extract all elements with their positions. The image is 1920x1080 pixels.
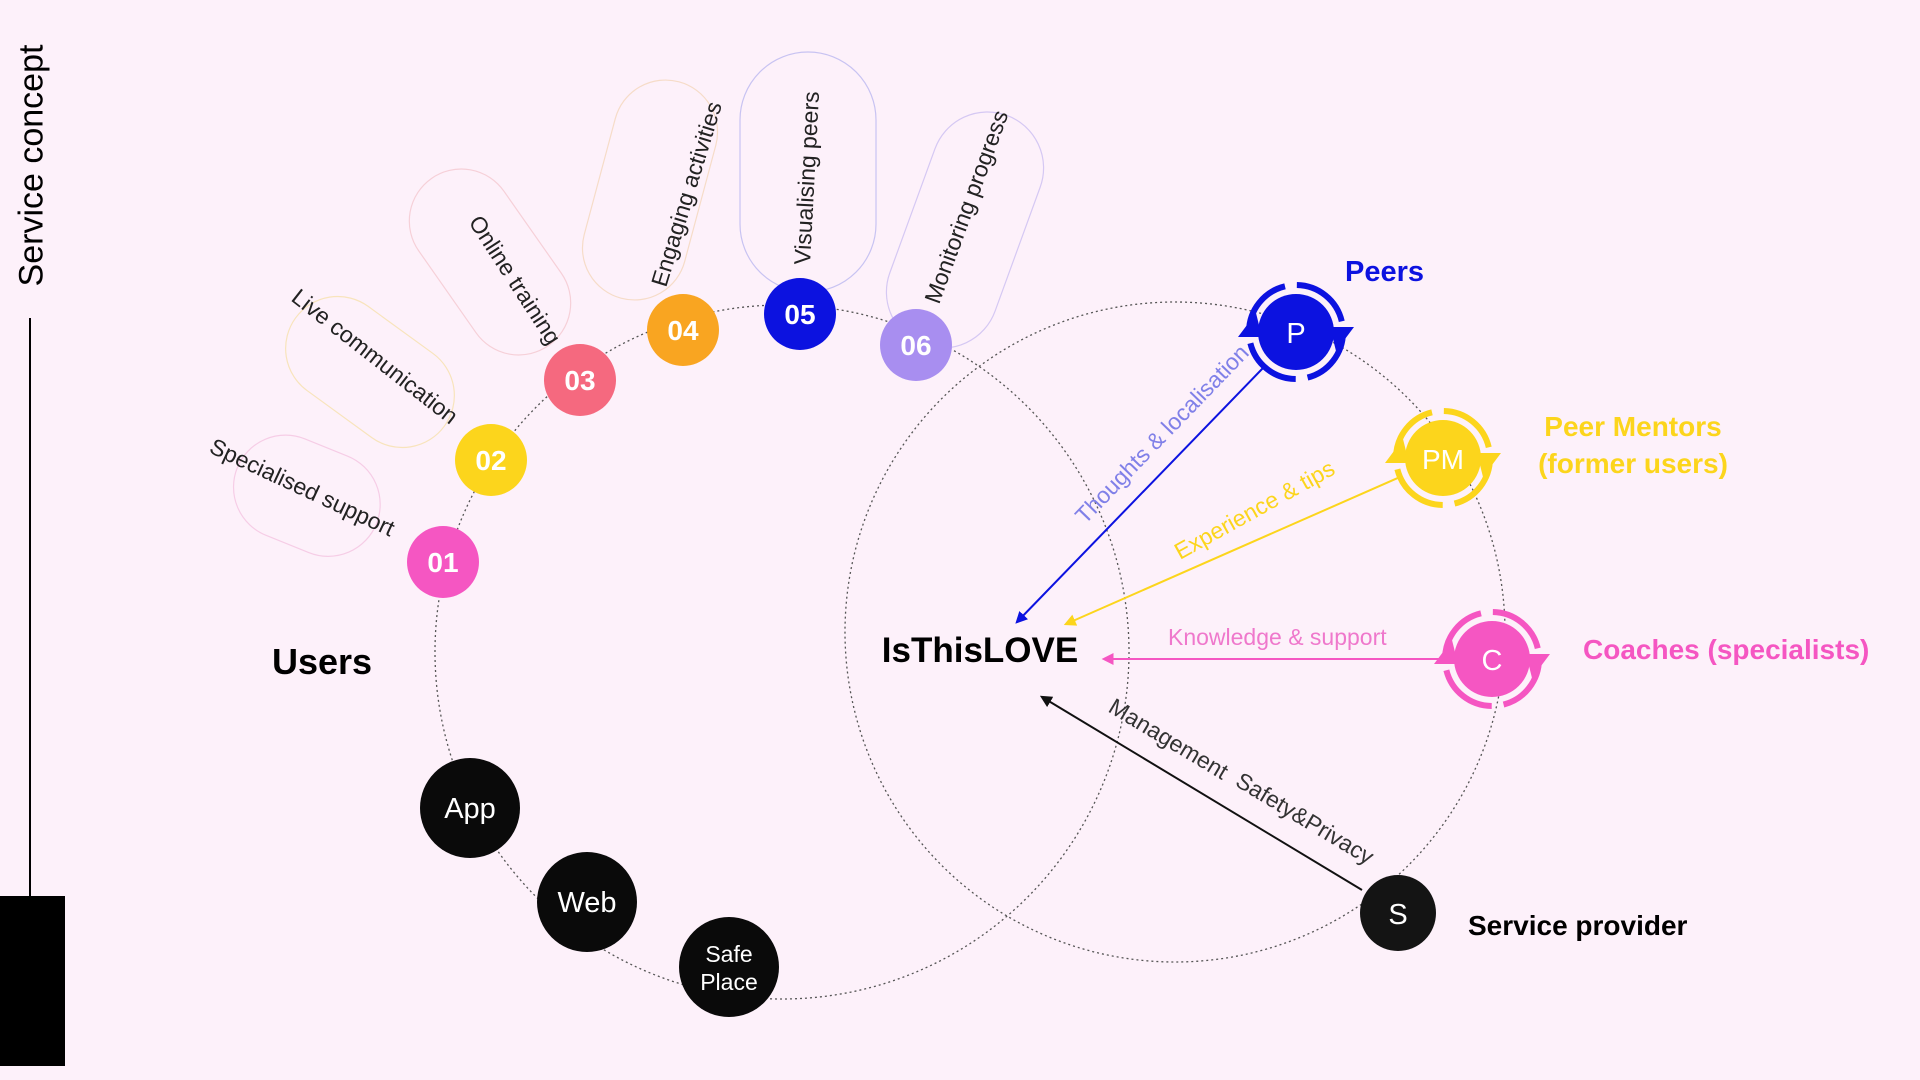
coaches-circle xyxy=(1454,621,1530,697)
mentors-label-line1: Peer Mentors xyxy=(1544,411,1721,442)
feature-label: Monitoring progress xyxy=(919,107,1013,307)
provider-flow-arrow xyxy=(1039,695,1363,891)
mentors-node: PM xyxy=(1385,408,1501,508)
mentors-flow-arrow xyxy=(1063,476,1401,626)
peers-circle xyxy=(1258,294,1334,370)
flow-label-management: Management xyxy=(1104,693,1233,785)
peers-flow-arrow xyxy=(1015,367,1264,624)
mentors-label-line2: (former users) xyxy=(1538,448,1728,479)
badge-05 xyxy=(764,278,836,350)
side-divider-line xyxy=(29,318,31,896)
provider-initials: S xyxy=(1388,899,1407,931)
badge-number: 06 xyxy=(900,330,931,361)
mentors-initials: PM xyxy=(1422,444,1464,475)
badge-number: 05 xyxy=(784,299,815,330)
pill-specialised-support xyxy=(232,434,381,557)
peers-initials: P xyxy=(1286,318,1305,350)
badge-02 xyxy=(455,424,527,496)
cycle-arrowhead-icon xyxy=(1385,439,1409,463)
flow-label-thoughts: Thoughts & localisation xyxy=(1070,339,1254,528)
cycle-arrowhead-icon xyxy=(1330,327,1354,351)
cycle-arrowhead-icon xyxy=(1434,640,1458,664)
badge-number: 01 xyxy=(427,547,458,578)
coaches-initials: C xyxy=(1482,645,1503,677)
flow-labels: Thoughts & localisation Experience & tip… xyxy=(1070,339,1387,870)
channel-app xyxy=(420,758,520,858)
flow-label-knowledge: Knowledge & support xyxy=(1168,624,1387,650)
badge-06 xyxy=(880,309,952,381)
channel-web xyxy=(537,852,637,952)
peers-label: Peers xyxy=(1345,256,1424,288)
cycle-arrowhead-icon xyxy=(1526,654,1550,678)
flow-label-safety: Safety&Privacy xyxy=(1231,767,1378,870)
coaches-label: Coaches (specialists) xyxy=(1583,634,1869,665)
peers-node: P xyxy=(1238,282,1354,382)
channel-safe-place xyxy=(679,917,779,1017)
channels: App Web Safe Place xyxy=(420,758,779,1017)
cycle-arrowhead-icon xyxy=(1238,313,1262,337)
flow-label-experience: Experience & tips xyxy=(1170,455,1339,565)
badge-number: 03 xyxy=(564,365,595,396)
badge-number: 02 xyxy=(475,445,506,476)
channel-label: Place xyxy=(700,969,758,995)
feature-label: Visualising peers xyxy=(789,91,824,266)
badge-03 xyxy=(544,344,616,416)
pill-online-training xyxy=(408,168,572,356)
channel-label: Safe xyxy=(705,941,752,967)
cycle-arrowhead-icon xyxy=(1477,453,1501,477)
mentors-circle xyxy=(1405,420,1481,496)
provider-circle xyxy=(1360,875,1436,951)
side-block xyxy=(0,896,65,1066)
provider-label: Service provider xyxy=(1468,910,1688,941)
users-label: Users xyxy=(272,641,372,682)
badge-01 xyxy=(407,526,479,598)
channel-label: App xyxy=(444,793,496,825)
pill-live-communication xyxy=(285,295,455,449)
hub-label: IsThisLOVE xyxy=(882,631,1078,670)
coaches-node: C xyxy=(1434,609,1550,709)
badge-number: 04 xyxy=(667,315,699,346)
feature-label: Specialised support xyxy=(206,433,399,542)
users-ring xyxy=(434,304,1130,1000)
feature-badges: 01 02 03 04 05 06 xyxy=(407,278,952,598)
badge-04 xyxy=(647,294,719,366)
channel-label: Web xyxy=(557,887,616,919)
feature-label: Online training xyxy=(464,211,567,350)
feature-label: Engaging activities xyxy=(646,98,727,289)
